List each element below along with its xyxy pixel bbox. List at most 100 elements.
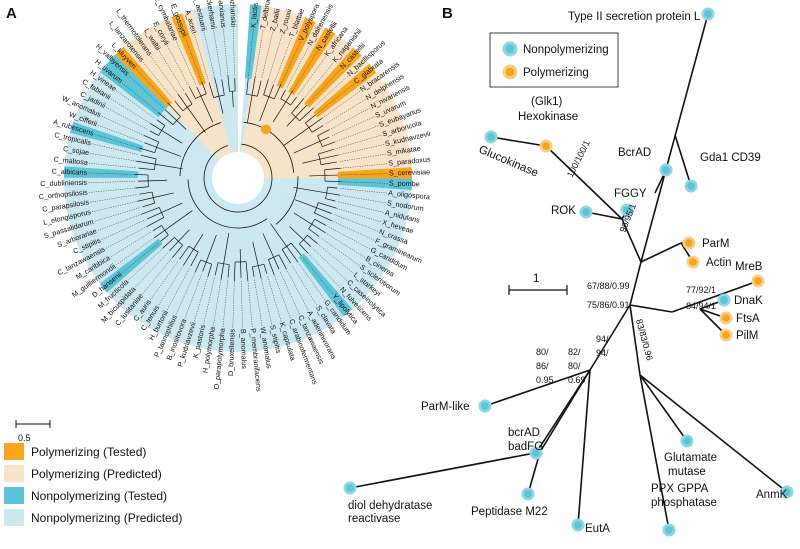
- tree-branch: [227, 75, 230, 92]
- tip-pep-marker: [521, 487, 535, 501]
- leaf-leader: [166, 268, 190, 311]
- leaf-leader: [88, 172, 136, 175]
- leaf-leader: [91, 201, 138, 213]
- tree-branch: [319, 154, 339, 160]
- tree-branch: [324, 167, 341, 171]
- tree-branch: [286, 246, 299, 263]
- tree-branch: [262, 233, 275, 258]
- leaf-leader: [303, 62, 334, 99]
- tree-b-branch: [621, 218, 642, 263]
- leaf-leader: [101, 220, 145, 240]
- leaf-leader: [203, 278, 215, 325]
- tree-background-sector: [192, 178, 238, 349]
- tree-branch: [190, 251, 199, 267]
- leaf-leader: [91, 143, 138, 155]
- tree-branch: [311, 223, 326, 233]
- tree-branch: [139, 191, 153, 195]
- tree-branch: [203, 143, 273, 213]
- tree-branch: [200, 95, 214, 123]
- tip-glut_b-label: mutase: [668, 466, 706, 478]
- tree-background-sector: [238, 122, 407, 178]
- leaf-leader: [128, 75, 164, 108]
- support-value: 75/86/0.91: [587, 300, 630, 310]
- tree-b-branch: [539, 369, 591, 453]
- tree-b-branch: [490, 136, 547, 147]
- tree-b-branch: [589, 304, 631, 371]
- tree-background-sector: [238, 178, 335, 329]
- tested-highlight-band: [171, 13, 206, 86]
- leaf-leader: [260, 278, 272, 325]
- tested-highlight-band: [276, 17, 316, 89]
- tree-branch: [184, 92, 193, 105]
- tree-background-sector: [67, 132, 238, 178]
- tip-dnak-label: DnaK: [734, 295, 763, 307]
- legend-label: Nonpolymerizing (Predicted): [31, 511, 182, 525]
- tree-background-sector: [238, 111, 404, 178]
- tip-diol_a-label: diol dehydratase: [348, 500, 432, 512]
- tree-branch: [159, 207, 165, 218]
- leaf-leader: [88, 162, 136, 169]
- leaf-leader: [150, 261, 179, 300]
- leaf-leader: [340, 173, 388, 176]
- leaf-leader: [105, 226, 148, 249]
- support-value: 94/: [596, 334, 609, 344]
- leaf-leader: [135, 252, 168, 288]
- leaf-leader: [254, 30, 264, 77]
- legend-swatch: [4, 509, 24, 526]
- tip-diol_a-marker: [343, 481, 357, 495]
- tree-branch: [326, 192, 340, 196]
- tree-branch: [152, 225, 162, 231]
- tip-t2s-label: Type II secretion protein L: [568, 11, 701, 23]
- tip-ftsa-label: FtsA: [736, 313, 760, 325]
- tree-branch: [201, 81, 207, 94]
- tree-branch: [268, 84, 274, 97]
- leaf-leader: [115, 237, 155, 266]
- tree-background-sector: [238, 178, 389, 276]
- legend-polymerizing-marker: [502, 64, 518, 80]
- leaf-label: A_oligospora: [388, 188, 431, 201]
- tree-background-sector: [238, 178, 403, 246]
- tree-branch: [325, 187, 328, 199]
- tree-background-sector: [238, 72, 384, 178]
- tree-branch: [263, 79, 269, 95]
- leaf-leader: [213, 279, 222, 326]
- tree-branch: [223, 233, 230, 264]
- leaf-leader: [317, 243, 354, 274]
- tree-background-sector: [87, 81, 239, 178]
- leaf-leader: [254, 279, 263, 327]
- tree-branch: [167, 102, 181, 117]
- leaf-leader: [88, 181, 136, 183]
- tree-branch: [303, 239, 312, 247]
- legend-polymerizing-label: Polymerizing: [523, 67, 589, 79]
- tree-branch: [280, 89, 286, 99]
- tree-background-sector: [93, 71, 238, 178]
- tree-branch: [146, 212, 162, 220]
- leaf-label: B_anomalus: [239, 329, 249, 370]
- leaf-leader: [274, 37, 292, 82]
- tree-branch: [139, 147, 155, 154]
- leaf-label: C_albicans: [51, 167, 87, 177]
- tree-background-sector: [131, 178, 238, 323]
- tree-branch: [161, 202, 183, 213]
- tree-background-sector: [77, 178, 238, 255]
- tip-ppx_b-label: phosphatase: [651, 497, 717, 509]
- leaf-leader: [184, 274, 202, 319]
- tree-branch: [182, 103, 193, 111]
- leaf-leader: [308, 68, 342, 104]
- leaf-leader: [213, 29, 222, 77]
- tip-actin-marker: [686, 255, 700, 269]
- tree-branch: [164, 210, 193, 231]
- tip-pilm-marker: [719, 328, 733, 342]
- leaf-leader: [121, 82, 159, 113]
- tree-background-sector: [122, 178, 238, 316]
- leaf-leader: [334, 214, 379, 232]
- tree-branch: [270, 223, 288, 247]
- tree-background-sector: [182, 9, 238, 179]
- tree-branch: [299, 235, 308, 245]
- leaf-leader: [340, 188, 388, 194]
- tree-background-sector: [238, 133, 409, 178]
- tree-background-sector: [238, 10, 295, 179]
- tree-branch: [278, 254, 287, 270]
- tree-branch: [218, 96, 224, 114]
